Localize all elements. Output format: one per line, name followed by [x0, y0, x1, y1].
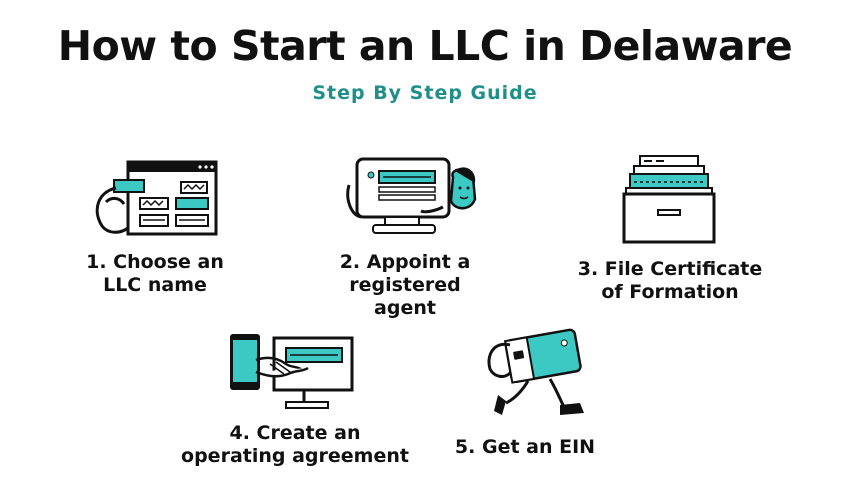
- page-title: How to Start an LLC in Delaware: [57, 22, 793, 70]
- web-form-icon: [95, 160, 218, 236]
- computer-with-agent-icon: [346, 157, 477, 234]
- handshake-screen-icon: [230, 334, 354, 409]
- walking-card-icon: [487, 328, 584, 415]
- page-subtitle: Step By Step Guide: [312, 82, 538, 104]
- step-5-label: 5. Get an EIN: [454, 436, 596, 458]
- filing-cabinet-icon: [622, 155, 716, 244]
